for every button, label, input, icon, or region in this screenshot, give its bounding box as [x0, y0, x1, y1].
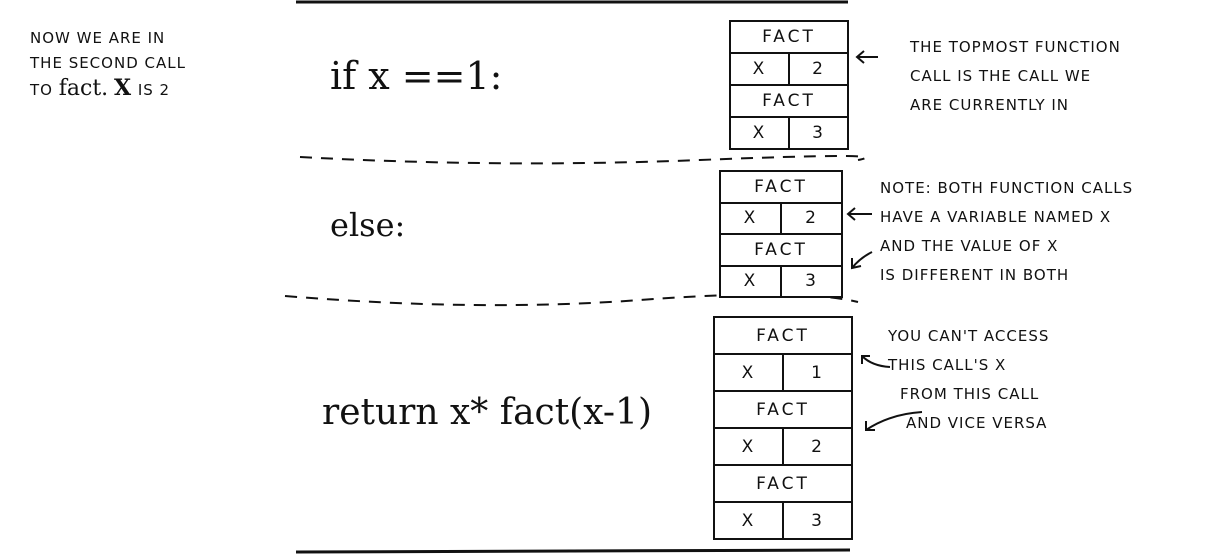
note-line: IS DIFFERENT IN BOTH [880, 266, 1070, 284]
note-line: THE TOPMOST FUNCTION [910, 38, 1121, 56]
arrow-note-1 [855, 50, 878, 64]
frame-label: FACT [756, 399, 810, 420]
frame-label: FACT [756, 325, 810, 346]
frame-label-row: FACT [715, 390, 851, 427]
frame-value: 1 [782, 355, 851, 390]
frame-label: FACT [762, 91, 816, 111]
note-cant-access: YOU CAN'T ACCESS THIS CALL'S X FROM THIS… [888, 322, 1049, 438]
frame-label-row: FACT [721, 233, 841, 265]
code-else-line: else: [330, 206, 406, 244]
frame-value: 3 [780, 266, 841, 296]
note-line: CALL IS THE CALL WE [910, 67, 1092, 85]
frame-var: X [752, 59, 767, 79]
intro-to: TO [30, 81, 53, 99]
frame-var: X [752, 123, 767, 143]
code-if-line: if x ==1: [330, 54, 503, 98]
frame-value: 2 [782, 429, 851, 464]
note-line: THIS CALL'S X [888, 356, 1007, 374]
intro-fact: fact. [58, 76, 109, 101]
bottom-rule [295, 548, 851, 554]
frame-label: FACT [754, 239, 808, 260]
frame-var: X [743, 271, 758, 292]
frame-value: 2 [780, 203, 841, 233]
note-line: NOTE: BOTH FUNCTION CALLS [880, 179, 1134, 197]
frame-label-row: FACT [721, 172, 841, 202]
intro-line-1: NOW WE ARE IN [30, 29, 166, 47]
frame-var: X [741, 436, 756, 457]
frame-var: X [741, 510, 756, 531]
note-line: HAVE A VARIABLE NAMED X [880, 208, 1112, 226]
intro-note: NOW WE ARE IN THE SECOND CALL TO fact. X… [30, 26, 290, 103]
frame-label: FACT [756, 473, 810, 494]
arrow-note-3a [861, 355, 891, 368]
intro-line-2: THE SECOND CALL [30, 54, 186, 72]
frame-var: X [741, 362, 756, 383]
intro-x: X [113, 75, 133, 101]
frame-label: FACT [754, 176, 808, 197]
frame-value: 3 [782, 503, 851, 538]
note-topmost-call: THE TOPMOST FUNCTION CALL IS THE CALL WE… [910, 33, 1121, 120]
frame-value: 3 [788, 118, 847, 148]
frame-value: 2 [788, 54, 847, 84]
divider-1 [299, 155, 867, 165]
intro-is: IS 2 [137, 81, 171, 99]
arrow-note-2a [846, 207, 872, 221]
note-both-calls: NOTE: BOTH FUNCTION CALLS HAVE A VARIABL… [880, 174, 1133, 290]
note-line: ARE CURRENTLY IN [910, 96, 1070, 114]
note-line: YOU CAN'T ACCESS [888, 327, 1050, 345]
frame-var: X [743, 208, 758, 229]
note-line: FROM THIS CALL [900, 385, 1040, 403]
note-line: AND VICE VERSA [906, 414, 1048, 432]
frame-label-row: FACT [731, 84, 847, 116]
intro-line-3: TO fact. X IS 2 [30, 76, 290, 103]
frame-label-row: FACT [715, 318, 851, 353]
frame-label-row: FACT [731, 22, 847, 52]
arrow-note-2b [851, 251, 873, 270]
frame-label-row: FACT [715, 464, 851, 501]
code-return-line: return x* fact(x-1) [322, 392, 652, 433]
divider-2 [284, 293, 859, 307]
frame-label: FACT [762, 27, 816, 47]
arrow-note-3b [865, 411, 923, 431]
note-line: AND THE VALUE OF X [880, 237, 1059, 255]
